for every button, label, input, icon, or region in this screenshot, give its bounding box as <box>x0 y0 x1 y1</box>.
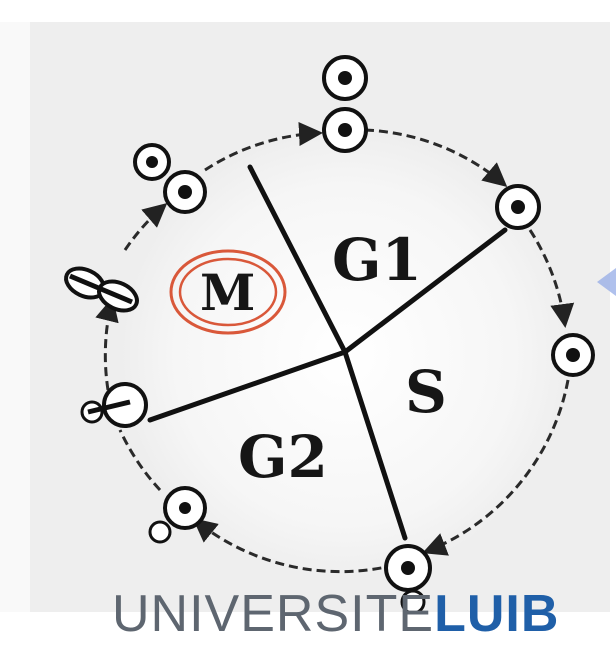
phase-label-g1: G1 <box>332 226 422 294</box>
phase-label-g2: G2 <box>238 423 328 491</box>
university-logo-text: UNIVERSITELUIB <box>112 584 559 640</box>
cell-right <box>553 335 593 375</box>
cell-top-a <box>324 57 366 99</box>
phase-label-s: S <box>405 358 447 426</box>
paper-lighter-band <box>0 22 30 612</box>
cell-top-b <box>324 109 366 151</box>
logo-text-part-b: LUIB <box>434 585 559 640</box>
cell-upper-right <box>497 186 539 228</box>
logo-text-part-a: UNIVERSITE <box>112 585 434 640</box>
phase-label-m: M <box>200 263 255 322</box>
